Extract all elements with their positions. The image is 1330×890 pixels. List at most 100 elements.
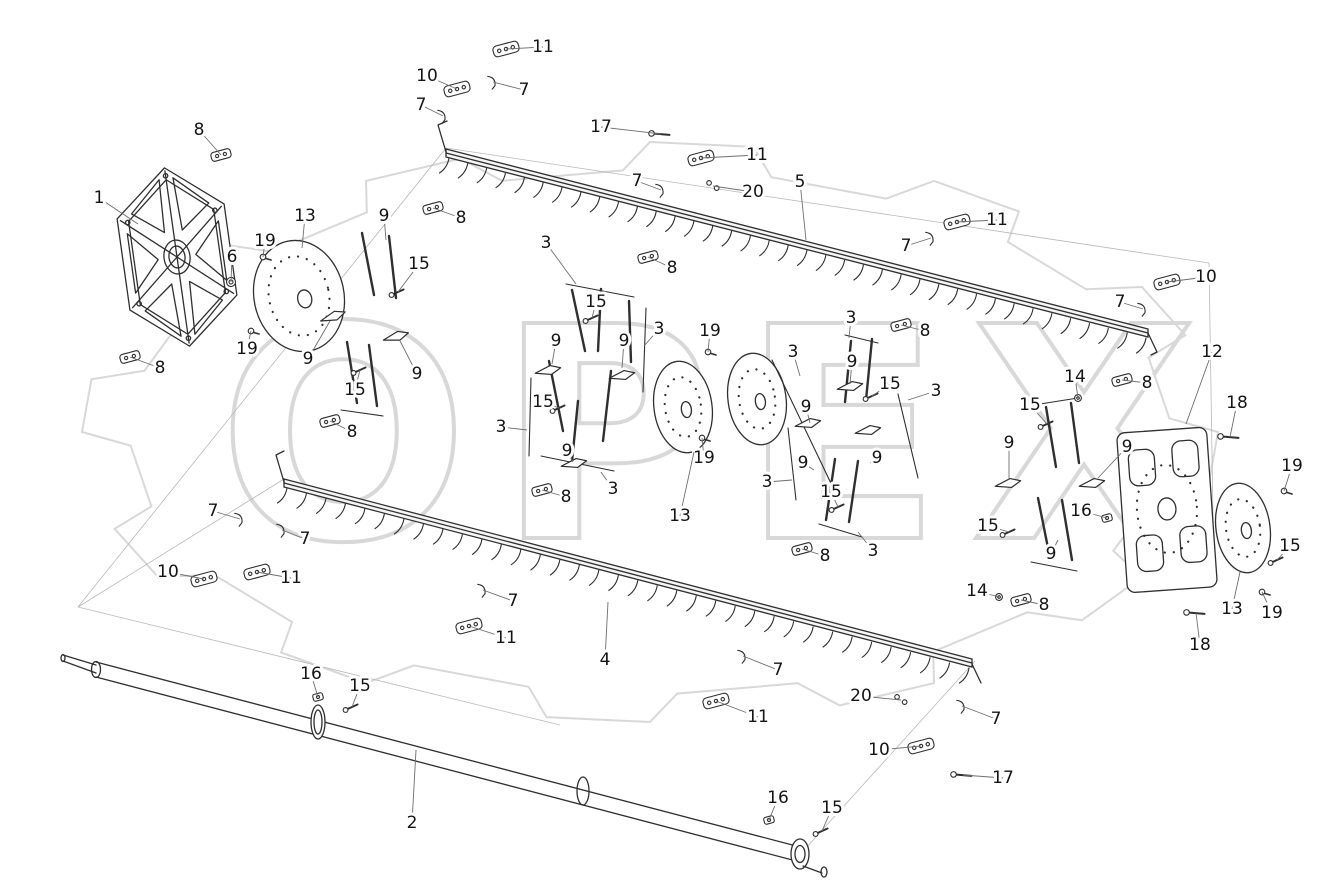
hardware-part-15-icon — [1267, 556, 1284, 566]
part-number-label: 15 — [977, 516, 999, 536]
part-number-label: 9 — [619, 331, 630, 351]
part-number-label: 15 — [349, 676, 371, 696]
leader-line — [1020, 599, 1045, 606]
part-number-label: 9 — [551, 331, 562, 351]
part-number-label: 8 — [456, 208, 467, 228]
hardware-part-7-icon — [487, 75, 496, 90]
part-number-label: 17 — [590, 117, 612, 137]
leader-line — [900, 324, 926, 332]
part-number-label: 19 — [699, 321, 721, 341]
leader-line — [256, 571, 292, 579]
part-number-label: 15 — [344, 380, 366, 400]
part-number-label: 15 — [879, 374, 901, 394]
hardware-part-10-icon — [443, 80, 471, 98]
part-number-label: 18 — [1226, 393, 1248, 413]
part-number-label: 8 — [155, 358, 166, 378]
leader-line — [1276, 545, 1291, 561]
leader-line — [1080, 510, 1108, 519]
part-number-label: 10 — [157, 562, 179, 582]
leader-line — [468, 625, 507, 639]
part-number-label: 19 — [254, 231, 276, 251]
leader-line — [857, 531, 874, 552]
leader-line — [799, 181, 807, 241]
leader-line — [768, 797, 779, 821]
part-number-label: 10 — [416, 66, 438, 86]
part-number-label: 19 — [693, 448, 715, 468]
leader-line — [1074, 376, 1079, 399]
leader-line — [707, 330, 711, 353]
part-number-label: 7 — [416, 95, 427, 115]
part-number-label: 15 — [1279, 536, 1301, 556]
part-number-label: 8 — [1039, 595, 1050, 615]
leader-line — [621, 340, 625, 369]
leader-line — [869, 457, 878, 464]
leader-line — [907, 390, 937, 401]
tine-bar-upper-part5 — [437, 120, 1158, 356]
part-number-label: 13 — [294, 206, 316, 226]
leader-line — [647, 256, 673, 269]
leader-line — [399, 340, 418, 375]
hardware-part-18-icon — [1183, 609, 1206, 616]
leader-line — [1261, 591, 1273, 614]
tine-bar-lower-part4 — [275, 450, 982, 684]
part-number-label: 11 — [280, 568, 302, 588]
part-number-label: 7 — [1115, 292, 1126, 312]
part-number-label: 7 — [208, 501, 219, 521]
leader-line — [956, 219, 998, 223]
leader-line — [600, 126, 662, 135]
leader-line — [604, 601, 609, 661]
part-number-label: 3 — [846, 308, 857, 328]
hardware-part-15-icon — [342, 703, 359, 713]
watermark-gear-outline — [80, 140, 1220, 724]
leader-line — [301, 215, 306, 249]
part-number-label: 3 — [762, 472, 773, 492]
disc-part13 — [652, 360, 714, 454]
hardware-part-18-icon — [1217, 433, 1240, 440]
leader-line — [492, 81, 525, 91]
leader-line — [329, 420, 353, 433]
reel-tube-part2 — [60, 653, 828, 878]
hardware-part-19-icon — [1280, 487, 1293, 495]
part-number-label: 17 — [992, 768, 1014, 788]
part-number-label: 9 — [303, 349, 314, 369]
part-number-label: 7 — [632, 171, 643, 191]
part-number-label: 16 — [1070, 501, 1092, 521]
part-number-label: 10 — [1195, 267, 1217, 287]
leader-line — [1029, 404, 1048, 425]
leader-line — [212, 510, 241, 520]
part-number-label: 9 — [847, 352, 858, 372]
part-number-label: 16 — [767, 788, 789, 808]
disc-part13 — [252, 239, 346, 353]
leader-line — [679, 451, 695, 517]
leader-line — [962, 774, 1004, 779]
part-number-label: 7 — [519, 80, 530, 100]
part-number-label: 15 — [821, 798, 843, 818]
leader-line — [1231, 571, 1241, 610]
part-number-label: 5 — [795, 172, 806, 192]
leader-line — [1229, 402, 1238, 438]
hardware-part-7-icon — [437, 109, 446, 124]
leader-line — [830, 491, 839, 508]
leader-line — [1166, 276, 1207, 283]
part-number-label: 9 — [798, 453, 809, 473]
leader-line — [542, 401, 560, 409]
part-number-label: 3 — [608, 479, 619, 499]
part-number-label: 3 — [868, 541, 879, 561]
leader-line — [545, 242, 577, 285]
leader-line — [167, 571, 205, 580]
spider-frame-part1 — [116, 167, 238, 347]
leader-line — [230, 256, 233, 283]
part-number-label: 14 — [1064, 367, 1086, 387]
part-number-label: 6 — [227, 247, 238, 267]
leader-line — [700, 154, 758, 159]
part-number-label: 15 — [532, 392, 554, 412]
leader-line — [821, 807, 833, 832]
leader-line — [1119, 301, 1144, 310]
part-number-label: 15 — [585, 292, 607, 312]
part-number-label: 13 — [1221, 599, 1243, 619]
part-number-label: 18 — [1189, 635, 1211, 655]
part-number-label: 8 — [667, 258, 678, 278]
leader-line — [307, 320, 331, 360]
part-number-label: 3 — [496, 417, 507, 437]
